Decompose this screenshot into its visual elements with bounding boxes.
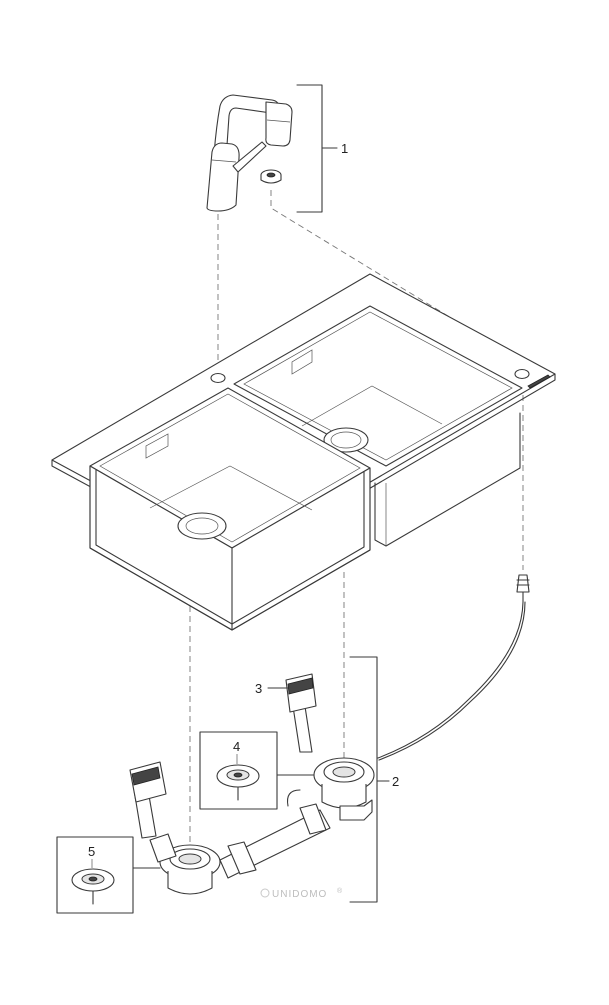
callout-3: 3 — [255, 681, 262, 696]
faucet — [206, 94, 293, 212]
callout-2: 2 — [392, 774, 399, 789]
callout-4: 4 — [233, 739, 240, 754]
faucet-hole — [210, 372, 226, 384]
svg-text:®: ® — [337, 887, 343, 895]
spray-hose — [377, 574, 530, 761]
callout-5: 5 — [88, 844, 95, 859]
waste-kit — [129, 673, 375, 895]
callout-1: 1 — [341, 141, 348, 156]
double-bowl-sink — [51, 273, 556, 631]
faucet-rosette — [260, 169, 282, 184]
detail-box-4: 4 — [199, 731, 315, 810]
watermark: UNIDOMO ® — [260, 887, 343, 900]
right-bowl — [233, 305, 523, 547]
callout-bracket-1 — [296, 84, 323, 213]
callout-bracket-2 — [349, 656, 378, 903]
svg-text:UNIDOMO: UNIDOMO — [272, 889, 327, 900]
spray-hole — [514, 368, 530, 380]
alignment-lines — [189, 190, 524, 850]
left-bowl — [89, 387, 371, 631]
detail-box-5: 5 — [56, 836, 161, 914]
